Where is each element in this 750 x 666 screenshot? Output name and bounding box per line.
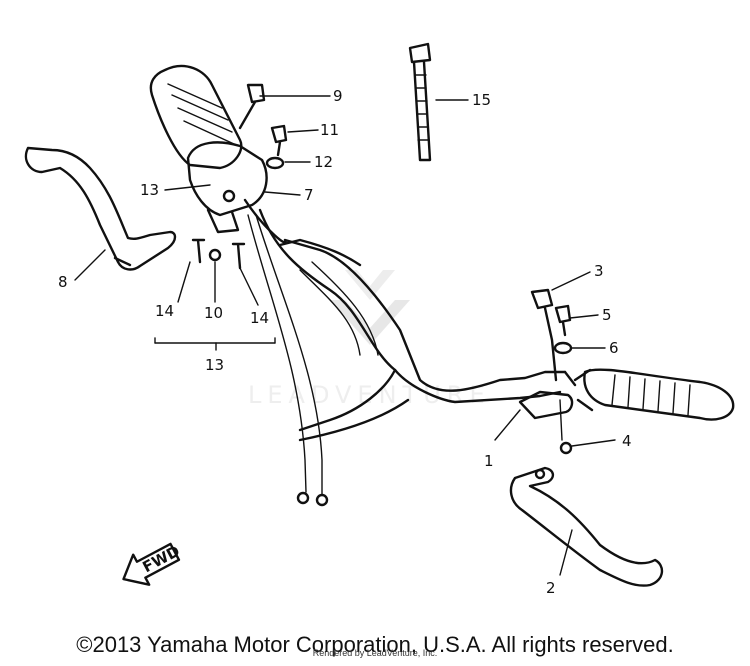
handlebar — [243, 198, 567, 442]
callout-6: 6 — [609, 339, 619, 357]
cables — [247, 214, 329, 507]
watermark: LEADVENTURE — [248, 270, 491, 409]
callout-7: 7 — [304, 186, 314, 204]
callout-9: 9 — [333, 87, 343, 105]
fwd-label: FWD — [140, 542, 183, 576]
right-holder — [518, 370, 577, 455]
callout-14-right: 14 — [250, 309, 269, 327]
callout-5: 5 — [602, 306, 612, 324]
callout-15: 15 — [472, 91, 491, 109]
callout-11: 11 — [320, 121, 339, 139]
callout-3: 3 — [594, 262, 604, 280]
callout-1: 1 — [484, 452, 494, 470]
callout-10: 10 — [204, 304, 223, 322]
callout-2: 2 — [546, 579, 556, 597]
left-lever — [24, 146, 177, 271]
watermark-text: LEADVENTURE — [248, 381, 491, 409]
upper-left-bolts — [238, 83, 288, 170]
callout-4: 4 — [622, 432, 632, 450]
left-lever-holder — [186, 141, 268, 234]
tie-strap — [408, 42, 432, 162]
right-grip — [573, 368, 735, 421]
callout-14-left: 14 — [155, 302, 174, 320]
left-clamp-bolts — [191, 238, 246, 270]
fwd-arrow: FWD — [122, 542, 183, 586]
right-lever — [509, 466, 664, 587]
right-bolts — [530, 288, 573, 382]
leader-lines — [74, 95, 616, 576]
callout-13-lower: 13 — [205, 356, 224, 374]
left-grip — [149, 64, 243, 170]
callout-13-upper: 13 — [140, 181, 159, 199]
callout-8: 8 — [58, 273, 68, 291]
callout-12: 12 — [314, 153, 333, 171]
copyright-notice: ©2013 Yamaha Motor Corporation, U.S.A. A… — [76, 632, 674, 657]
rendered-by-note: Rendered by LeadVenture, Inc. — [312, 648, 438, 658]
callout-numbers: 1 2 3 4 5 6 7 8 9 10 11 12 13 13 14 14 1… — [58, 87, 632, 597]
